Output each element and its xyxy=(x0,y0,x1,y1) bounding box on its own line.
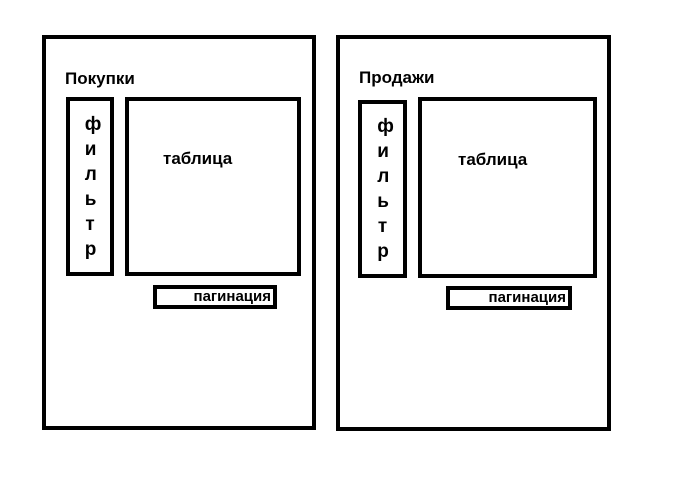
pagination-label: пагинация xyxy=(488,289,566,306)
table-label: таблица xyxy=(163,149,233,168)
pagination-box[interactable]: пагинация xyxy=(153,285,277,309)
panel-title: Покупки xyxy=(65,69,135,88)
filter-box[interactable]: фильтр xyxy=(66,97,114,276)
panel-title: Продажи xyxy=(359,68,435,87)
table-box[interactable] xyxy=(418,97,597,278)
filter-box[interactable]: фильтр xyxy=(358,100,407,278)
pagination-label: пагинация xyxy=(193,288,271,305)
pagination-box[interactable]: пагинация xyxy=(446,286,572,310)
table-box[interactable] xyxy=(125,97,301,276)
filter-label: фильтр xyxy=(84,113,102,260)
sales-panel: Продажи фильтр таблица пагинация xyxy=(336,35,611,431)
filter-label: фильтр xyxy=(377,116,394,262)
table-label: таблица xyxy=(458,150,528,169)
purchases-panel: Покупки фильтр таблица пагинация xyxy=(42,35,316,430)
